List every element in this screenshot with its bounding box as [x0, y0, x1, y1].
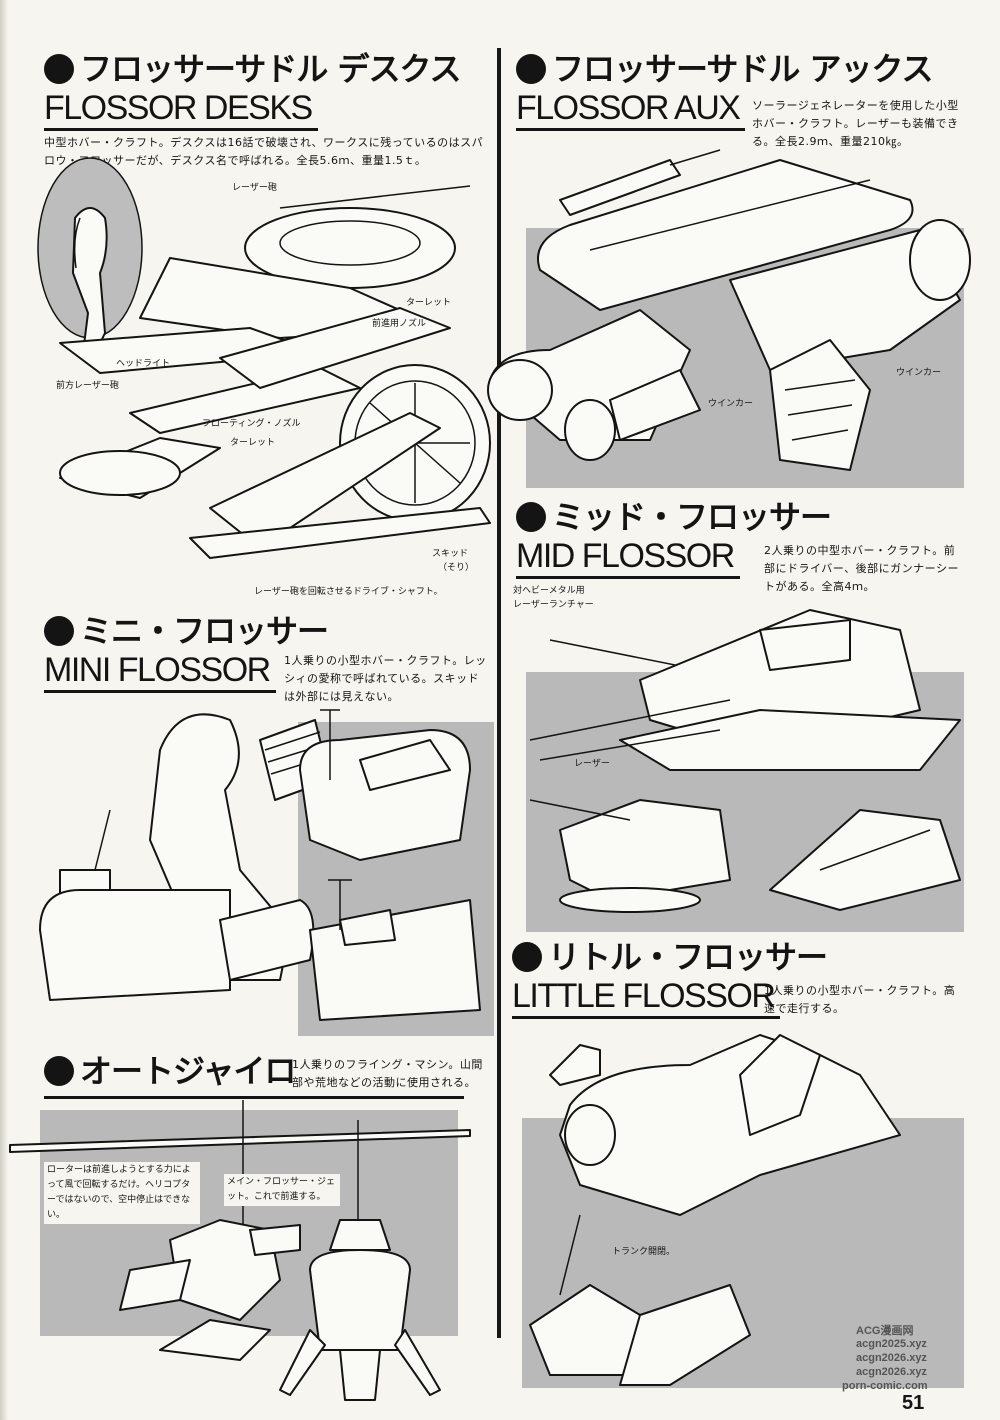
section-mid-flossor: ミッド・フロッサー MID FLOSSOR — [516, 498, 832, 579]
section-flossor-aux: フロッサーサドル アックス FLOSSOR AUX — [516, 50, 934, 131]
callout-forward-nozzle: 前進用ノズル — [372, 319, 427, 329]
little-description: 1人乗りの小型ホバー・クラフト。高速で走行する。 — [764, 984, 956, 1015]
callout-skid-sub: （そり） — [438, 563, 475, 573]
section-title-en: MID FLOSSOR — [516, 536, 740, 579]
desks-description: 中型ホバー・クラフト。デスクスは16話で破壊され、ワークスに残っているのはスパロ… — [44, 136, 484, 167]
callout-winker-2: ウインカー — [708, 399, 754, 409]
little-flossor-illustration — [529, 1034, 901, 1386]
callout-heavy-metal: 対ヘビーメタル用 — [513, 586, 585, 596]
watermark-text: acgn2025.xyz — [856, 1338, 927, 1350]
book-spine-shadow — [0, 0, 8, 1420]
column-divider — [497, 48, 501, 1338]
section-title-jp: ミッド・フロッサー — [516, 498, 832, 536]
callout-laser-launcher: レーザーランチャー — [513, 600, 594, 610]
section-flossor-desks: フロッサーサドル デスクス FLOSSOR DESKS — [44, 50, 462, 131]
aux-description: ソーラージェネレーターを使用した小型ホバー・クラフト。レーザーも装備できる。全長… — [752, 99, 959, 148]
callout-laser: レーザー — [574, 759, 610, 769]
flossor-aux-illustration — [487, 149, 971, 471]
section-mini-flossor: ミニ・フロッサー MINI FLOSSOR — [44, 612, 329, 693]
section-title-en: FLOSSOR AUX — [516, 88, 746, 131]
bullet-dot-icon — [516, 54, 546, 84]
callout-headlight: ヘッドライト — [116, 359, 171, 369]
bullet-dot-icon — [44, 616, 74, 646]
bullet-dot-icon — [512, 942, 542, 972]
callout-turret-2: ターレット — [230, 438, 276, 448]
auto-gyro-illustration — [9, 1100, 471, 1401]
watermark-text: acgn2026.xyz — [856, 1352, 927, 1364]
callout-trunk: トランク開閉。 — [612, 1247, 676, 1257]
callout-floating-nozzle: フローティング・ノズル — [202, 419, 301, 429]
section-title-en: LITTLE FLOSSOR — [512, 976, 781, 1019]
callout-laser-cannon: レーザー砲 — [232, 183, 277, 193]
callout-turret: ターレット — [406, 298, 452, 308]
section-title-en: MINI FLOSSOR — [44, 650, 276, 693]
watermark-text: porn-comic.com — [842, 1380, 928, 1392]
section-title-jp: ミニ・フロッサー — [44, 612, 329, 650]
callout-drive-shaft: レーザー砲を回転させるドライブ・シャフト。 — [254, 587, 443, 597]
watermark-text: acgn2026.xyz — [856, 1366, 927, 1378]
callout-rotor: ローターは前進しようとする力によって風で回転するだけ。ヘリコプターではないので、… — [44, 1162, 200, 1224]
mini-flossor-illustration — [39, 709, 481, 1021]
watermark-text: ACG漫画网 — [856, 1325, 914, 1337]
page-number: 51 — [902, 1392, 925, 1414]
section-title-jp: フロッサーサドル アックス — [516, 50, 934, 88]
section-title-jp: オートジャイロ — [44, 1052, 464, 1099]
mini-description: 1人乗りの小型ホバー・クラフト。レッシィの愛称で呼ばれている。スキッドは外部には… — [284, 654, 487, 703]
callout-front-laser: 前方レーザー砲 — [56, 381, 119, 391]
callout-winker: ウインカー — [896, 368, 942, 378]
bullet-dot-icon — [44, 1056, 74, 1086]
bullet-dot-icon — [44, 54, 74, 84]
flossor-desks-illustration — [37, 157, 491, 559]
section-title-jp: リトル・フロッサー — [512, 938, 828, 976]
mid-description: 2人乗りの中型ホバー・クラフト。前部にドライバー、後部にガンナーシートがある。全… — [764, 544, 959, 593]
section-auto-gyro: オートジャイロ — [44, 1052, 464, 1099]
section-title-jp: フロッサーサドル デスクス — [44, 50, 462, 88]
section-little-flossor: リトル・フロッサー LITTLE FLOSSOR — [512, 938, 828, 1019]
gyro-description: 1人乗りのフライング・マシン。山間部や荒地などの活動に使用される。 — [292, 1058, 483, 1089]
section-title-en: FLOSSOR DESKS — [44, 88, 318, 131]
callout-skid: スキッド — [432, 549, 469, 559]
bullet-dot-icon — [516, 502, 546, 532]
mid-flossor-illustration — [529, 609, 961, 913]
callout-jet: メイン・フロッサー・ジェット。これで前進する。 — [224, 1174, 340, 1206]
